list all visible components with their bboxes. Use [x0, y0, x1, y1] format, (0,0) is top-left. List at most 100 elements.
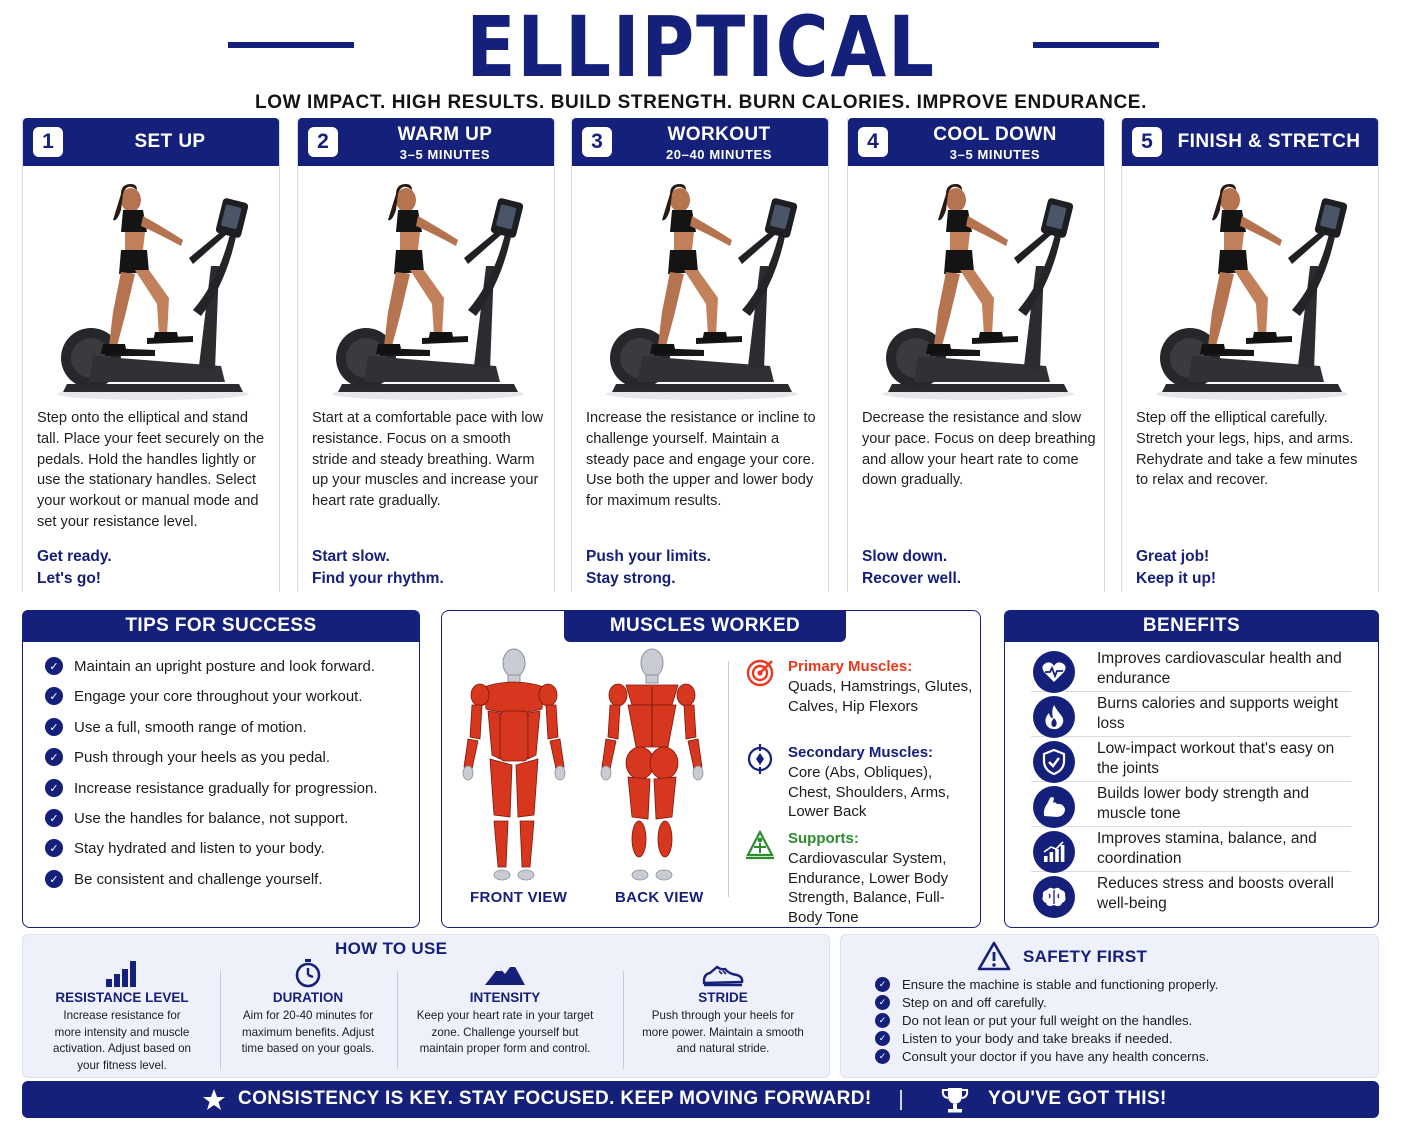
benefit-item: Improves cardiovascular health and endur…	[1031, 647, 1351, 693]
support-structure-icon	[746, 829, 774, 860]
step-title: COOL DOWN	[933, 124, 1057, 145]
step-motto-line-1: Slow down.	[862, 548, 948, 565]
how-to-divider	[623, 971, 624, 1069]
safety-panel: SAFETY FIRST ✓ Ensure the machine is stab…	[840, 934, 1379, 1078]
star-icon	[203, 1089, 225, 1110]
benefits-panel: BENEFITS Improves cardiovascular health …	[1004, 610, 1379, 928]
primary-muscles-group: Primary Muscles: Quads, Hamstrings, Glut…	[746, 657, 978, 716]
step-header: 1 SET UP	[23, 118, 279, 166]
check-icon: ✓	[45, 809, 63, 827]
step-title: WORKOUT	[667, 124, 771, 145]
step-duration: 3–5 MINUTES	[399, 147, 491, 162]
step-duration: 20–40 MINUTES	[665, 147, 773, 162]
woman-on-elliptical-illustration	[57, 184, 249, 400]
primary-muscles-list: Quads, Hamstrings, Glutes, Calves, Hip F…	[788, 678, 973, 715]
how-to-item-title: RESISTANCE LEVEL	[55, 990, 189, 1005]
step-motto-line-2: Let's go!	[37, 570, 101, 587]
check-icon: ✓	[45, 779, 63, 797]
safety-item: ✓ Step on and off carefully.	[875, 994, 1047, 1010]
flexed-arm-icon	[1033, 786, 1075, 828]
benefits-title: BENEFITS	[1004, 610, 1379, 642]
step-motto: Push your limits. Stay strong.	[586, 546, 822, 590]
step-motto: Great job! Keep it up!	[1136, 546, 1372, 590]
check-icon: ✓	[875, 976, 890, 992]
safety-text: Do not lean or put your full weight on t…	[902, 1012, 1193, 1028]
shield-check-icon	[1033, 741, 1075, 783]
check-icon: ✓	[45, 657, 63, 675]
step-header: 4 COOL DOWN 3–5 MINUTES	[848, 118, 1104, 166]
back-body-anatomy-figure	[600, 648, 704, 881]
safety-text: Ensure the machine is stable and functio…	[902, 976, 1219, 992]
safety-title: SAFETY FIRST	[1023, 947, 1148, 966]
crosshair-icon	[747, 744, 773, 774]
growth-chart-icon	[1033, 831, 1075, 873]
benefit-item: Builds lower body strength and muscle to…	[1031, 782, 1351, 828]
step-motto-line-1: Great job!	[1136, 548, 1210, 565]
check-icon: ✓	[875, 1048, 890, 1064]
how-to-item-title: STRIDE	[698, 990, 748, 1005]
check-icon: ✓	[45, 718, 63, 736]
tip-item: ✓ Increase resistance gradually for progr…	[45, 777, 378, 799]
tip-item: ✓Be consistent and challenge yourself.	[45, 868, 323, 890]
how-to-item-title: INTENSITY	[469, 990, 541, 1005]
benefit-text: Burns calories and supports weight loss	[1097, 695, 1339, 732]
step-number: 4	[858, 127, 888, 157]
step-title: SET UP	[134, 131, 206, 152]
secondary-muscles-group: Secondary Muscles: Core (Abs, Obliques),…	[747, 743, 978, 822]
footer-divider	[900, 1090, 902, 1110]
tip-text: Increase resistance gradually for progre…	[74, 779, 378, 797]
resistance-bars-icon	[106, 961, 136, 987]
check-icon: ✓	[875, 994, 890, 1010]
step-description: Start at a comfortable pace with low res…	[312, 410, 544, 510]
step-description: Step onto the elliptical and stand tall.…	[37, 410, 265, 530]
step-header: 3 WORKOUT 20–40 MINUTES	[572, 118, 828, 166]
step-duration: 3–5 MINUTES	[949, 147, 1041, 162]
step-description: Increase the resistance or incline to ch…	[586, 410, 816, 510]
step-title: WARM UP	[397, 124, 493, 145]
benefit-item: Burns calories and supports weight loss	[1031, 692, 1351, 738]
step-motto: Start slow. Find your rhythm.	[312, 546, 548, 590]
tip-text: Stay hydrated and listen to your body.	[74, 839, 325, 857]
step-motto-line-1: Push your limits.	[586, 548, 711, 565]
flame-icon	[1033, 696, 1075, 738]
target-icon	[746, 659, 774, 687]
tip-item: ✓Push through your heels as you pedal.	[45, 746, 330, 768]
benefit-text: Reduces stress and boosts overall well-b…	[1097, 875, 1334, 912]
step-motto-line-2: Find your rhythm.	[312, 570, 444, 587]
safety-item: ✓ Ensure the machine is stable and functi…	[875, 976, 1218, 992]
tip-item: ✓Maintain an upright posture and look fo…	[45, 655, 375, 677]
tip-item: ✓ Use the handles for balance, not suppor…	[45, 807, 348, 829]
heart-pulse-icon	[1033, 651, 1075, 693]
front-view-label: FRONT VIEW	[470, 889, 568, 906]
mountain-icon	[485, 963, 525, 985]
woman-on-elliptical-illustration	[606, 184, 798, 400]
step-header: 2 WARM UP 3–5 MINUTES	[298, 118, 554, 166]
safety-text: Step on and off carefully.	[902, 994, 1047, 1010]
how-to-divider	[220, 971, 221, 1069]
tip-item: ✓Stay hydrated and listen to your body.	[45, 837, 325, 859]
benefit-item: Low-impact workout that's easy on the jo…	[1031, 737, 1351, 783]
step-motto: Slow down. Recover well.	[862, 546, 1098, 590]
safety-item: ✓Do not lean or put your full weight on …	[875, 1012, 1192, 1028]
step-card-1: 1 SET UP Step onto the elliptical and st…	[22, 118, 280, 592]
check-icon: ✓	[45, 870, 63, 888]
check-icon: ✓	[875, 1030, 890, 1046]
step-card-2: 2 WARM UP 3–5 MINUTES Start at a comfort…	[297, 118, 555, 592]
tip-text: Use the handles for balance, not support…	[74, 809, 349, 827]
stopwatch-icon	[295, 959, 321, 988]
step-number: 5	[1132, 127, 1162, 157]
step-cards: 1 SET UP Step onto the elliptical and st…	[22, 118, 1379, 592]
how-to-item-text: Increase resistance for more intensity a…	[53, 1009, 191, 1072]
step-title: FINISH & STRETCH	[1177, 131, 1361, 152]
benefit-text: Low-impact workout that's easy on the jo…	[1097, 740, 1335, 777]
tip-text: Push through your heels as you pedal.	[74, 748, 331, 766]
step-card-5: 5 FINISH & STRETCH Step off the elliptic…	[1121, 118, 1379, 592]
footer-motto: CONSISTENCY IS KEY. STAY FOCUSED. KEEP M…	[238, 1088, 872, 1109]
warning-triangle-icon	[977, 941, 1011, 971]
muscles-panel: MUSCLES WORKED FRONT	[441, 610, 981, 928]
trophy-icon	[941, 1088, 969, 1113]
safety-item: ✓Consult your doctor if you have any hea…	[875, 1048, 1209, 1064]
step-description: Decrease the resistance and slow your pa…	[862, 410, 1096, 489]
benefit-text: Improves stamina, balance, and coordinat…	[1097, 830, 1317, 867]
step-number: 1	[33, 127, 63, 157]
